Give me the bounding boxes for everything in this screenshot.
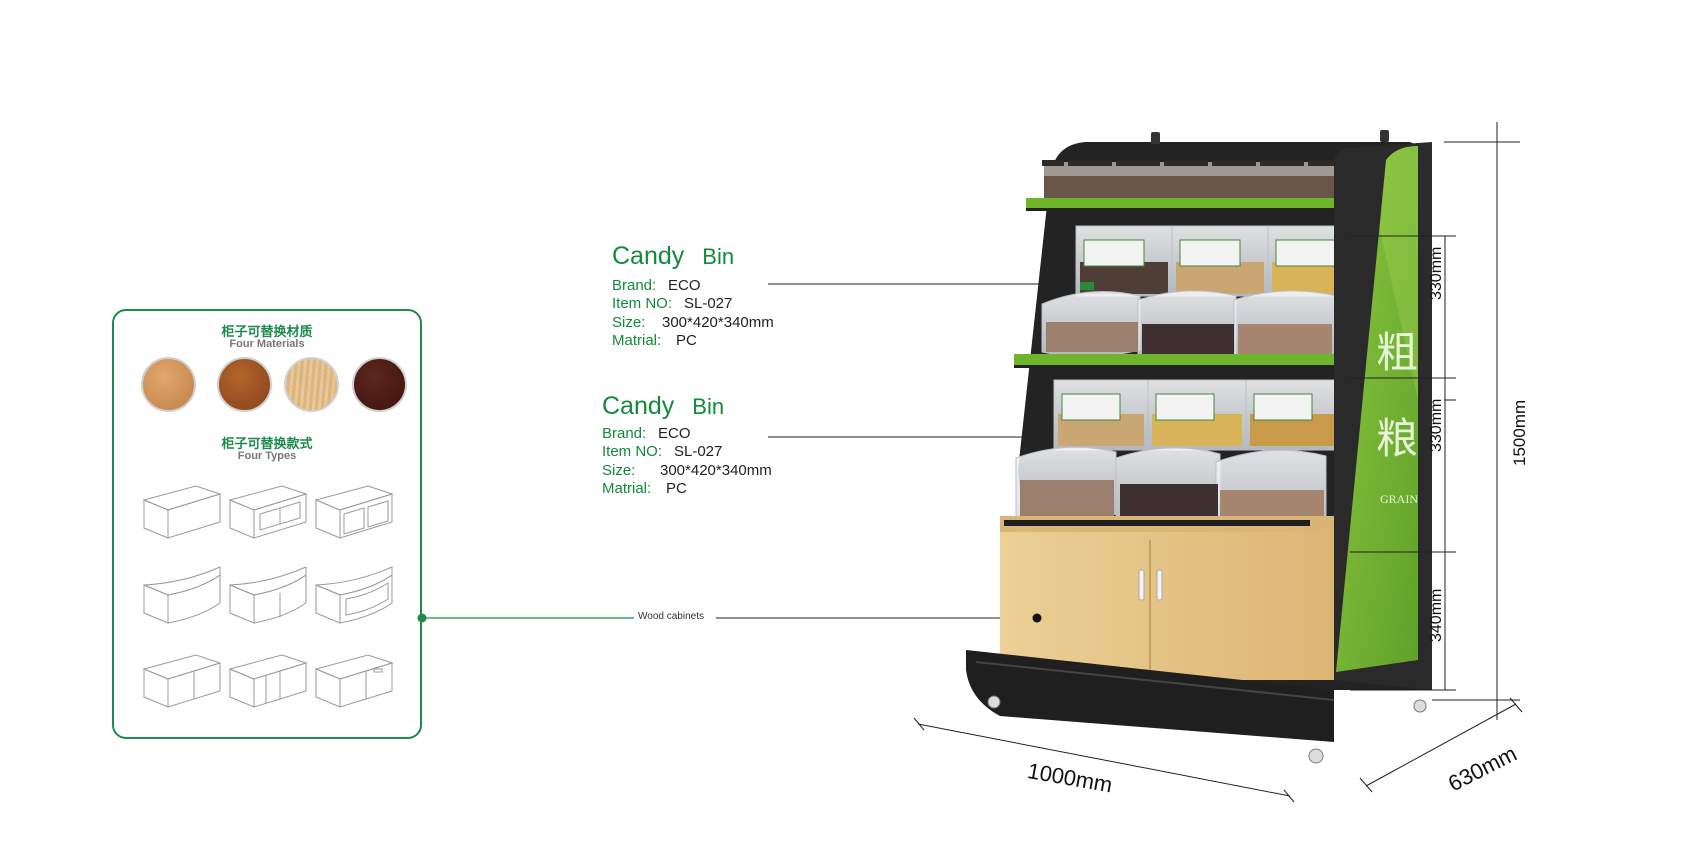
cabinet-type-icon[interactable] xyxy=(226,476,310,544)
callout-dot-panel xyxy=(417,613,427,623)
wheel xyxy=(987,695,1001,709)
base-plinth xyxy=(966,650,1334,742)
brand-label: Brand: xyxy=(602,425,647,442)
product-title-word2: Bin xyxy=(702,244,735,269)
item-no-value: SL-027 xyxy=(674,443,723,460)
hook-left xyxy=(1151,132,1160,144)
types-title-en: Four Types xyxy=(237,450,297,462)
product-title-word1: Candy xyxy=(602,392,675,420)
materials-title-en: Four Materials xyxy=(229,338,305,350)
middle-shelf-green xyxy=(1014,354,1362,365)
cabinet-type-icon[interactable] xyxy=(226,645,310,713)
material-swatch-maple[interactable] xyxy=(284,357,339,412)
item-no-label: Item NO: xyxy=(602,443,663,460)
material-swatch-cherry[interactable] xyxy=(217,357,272,412)
item-no-value: SL-027 xyxy=(684,295,733,312)
top-jar-row xyxy=(1042,160,1342,198)
material-value: PC xyxy=(666,480,687,497)
cabinet-handle-left xyxy=(1138,569,1145,601)
dim-tier2: 330mm xyxy=(1428,398,1445,452)
material-label: Matrial: xyxy=(602,480,652,497)
top-shelf-green xyxy=(1026,198,1348,208)
material-swatch-walnut[interactable] xyxy=(352,357,407,412)
cabinet-top-rail xyxy=(1004,520,1310,526)
cabinet-type-icon[interactable] xyxy=(140,476,224,544)
dim-cabinet: 340mm xyxy=(1428,588,1445,642)
wheel xyxy=(1308,748,1324,764)
cabinet-type-icon[interactable] xyxy=(312,645,396,713)
types-title-cn: 柜子可替换款式 xyxy=(221,436,313,451)
cabinet-type-icon[interactable] xyxy=(140,645,224,713)
hook-right xyxy=(1380,130,1389,142)
material-label: Matrial: xyxy=(612,332,662,349)
materials-title-cn: 柜子可替换材质 xyxy=(221,324,313,339)
material-value: PC xyxy=(676,332,697,349)
size-label: Size: xyxy=(612,314,646,331)
cabinet-callout-dot xyxy=(1032,613,1042,623)
brand-value: ECO xyxy=(658,425,691,442)
wheel xyxy=(1413,699,1427,713)
cabinet-type-icon[interactable] xyxy=(312,559,396,627)
wood-cabinets-label: Wood cabinets xyxy=(634,611,708,622)
side-panel-green xyxy=(1336,146,1418,672)
cabinet-type-icon[interactable] xyxy=(140,559,224,627)
cabinet-body xyxy=(1000,532,1336,680)
upper-bins xyxy=(1041,225,1365,362)
product-title: Candy Bin xyxy=(602,392,724,421)
side-panel-grain: GRAIN xyxy=(1380,492,1418,506)
side-panel-char2: 粮 xyxy=(1376,414,1419,463)
item-no-label: Item NO: xyxy=(612,295,673,312)
size-label: Size: xyxy=(602,462,636,479)
side-panel-char1: 粗 xyxy=(1376,328,1419,377)
product-title: Candy Bin xyxy=(612,242,734,271)
material-swatch-light-oak[interactable] xyxy=(141,357,196,412)
brand-value: ECO xyxy=(668,277,701,294)
brand-label: Brand: xyxy=(612,277,657,294)
dimension-lines xyxy=(913,122,1523,803)
cabinet-type-icon[interactable] xyxy=(312,476,396,544)
cabinet-handle-right xyxy=(1156,569,1163,601)
cabinet-type-icon[interactable] xyxy=(226,559,310,627)
size-value: 300*420*340mm xyxy=(662,314,774,331)
product-title-word2: Bin xyxy=(692,394,725,419)
product-title-word1: Candy xyxy=(612,242,685,270)
dim-tier1: 330mm xyxy=(1428,246,1445,300)
dim-height: 1500mm xyxy=(1510,399,1529,466)
lower-bins xyxy=(1015,379,1347,539)
cabinet-options-panel: 柜子可替换材质 Four Materials 柜子可替换款式 Four Type… xyxy=(112,309,422,739)
size-value: 300*420*340mm xyxy=(660,462,772,479)
